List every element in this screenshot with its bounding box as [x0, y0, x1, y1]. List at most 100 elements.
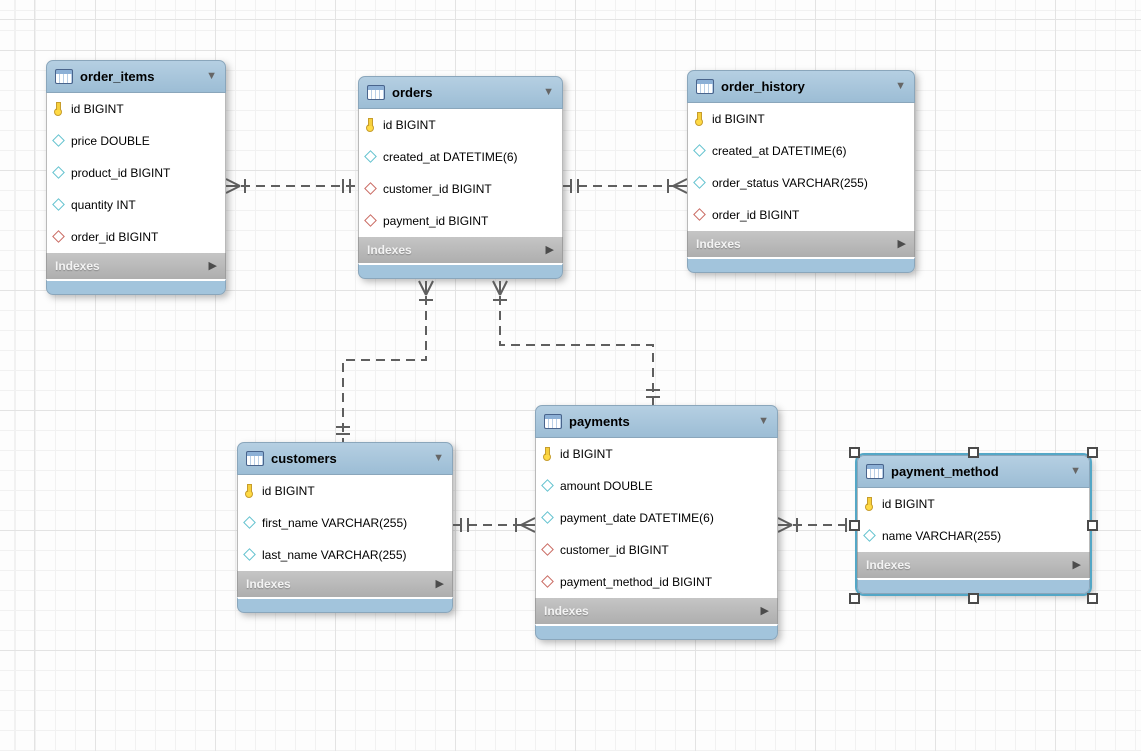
relationship-orders-order_history[interactable] [563, 178, 688, 194]
table-column-row[interactable]: id BIGINT [688, 103, 914, 135]
relationship-customers-payments[interactable] [453, 517, 536, 533]
table-column-row[interactable]: customer_id BIGINT [359, 173, 562, 205]
column-label: order_id BIGINT [71, 230, 159, 244]
selection-handle[interactable] [849, 593, 860, 604]
collapse-arrow-icon[interactable]: ▼ [433, 452, 444, 464]
table-icon [367, 85, 385, 100]
collapse-arrow-icon[interactable]: ▼ [543, 86, 554, 98]
indexes-row[interactable]: Indexes ▶ [687, 231, 915, 257]
table-column-row[interactable]: order_id BIGINT [47, 221, 225, 253]
table-node-order_history[interactable]: order_history ▼ id BIGINT created_at DATE… [687, 70, 915, 273]
selection-handle[interactable] [968, 593, 979, 604]
column-label: payment_id BIGINT [383, 214, 489, 228]
table-node-payment_method[interactable]: payment_method ▼ id BIGINT name VARCHAR(2… [857, 455, 1090, 594]
expand-arrow-icon: ▶ [760, 604, 769, 617]
table-column-row[interactable]: id BIGINT [359, 109, 562, 141]
column-label: id BIGINT [383, 118, 436, 132]
table-node-customers[interactable]: customers ▼ id BIGINT first_name VARCHAR(… [237, 442, 453, 613]
table-column-row[interactable]: product_id BIGINT [47, 157, 225, 189]
indexes-row[interactable]: Indexes ▶ [237, 571, 453, 597]
collapse-arrow-icon[interactable]: ▼ [206, 70, 217, 82]
table-column-row[interactable]: order_id BIGINT [688, 199, 914, 231]
table-column-row[interactable]: id BIGINT [536, 438, 777, 470]
primary-key-icon [243, 484, 257, 498]
table-header[interactable]: order_history ▼ [687, 70, 915, 103]
primary-key-icon [364, 118, 378, 132]
collapse-arrow-icon[interactable]: ▼ [1070, 465, 1081, 477]
column-label: payment_method_id BIGINT [560, 575, 713, 589]
table-columns: id BIGINT created_at DATETIME(6) order_sta… [687, 103, 915, 231]
selection-handle[interactable] [1087, 447, 1098, 458]
table-footer [46, 279, 226, 295]
column-label: created_at DATETIME(6) [712, 144, 847, 158]
fk-column-diamond-icon [541, 543, 555, 557]
selection-handle[interactable] [968, 447, 979, 458]
table-header[interactable]: payment_method ▼ [857, 455, 1090, 488]
collapse-arrow-icon[interactable]: ▼ [895, 80, 906, 92]
selection-handle[interactable] [849, 520, 860, 531]
expand-arrow-icon: ▶ [208, 259, 217, 272]
column-diamond-icon [52, 198, 66, 212]
column-label: id BIGINT [560, 447, 613, 461]
column-diamond-icon [541, 511, 555, 525]
primary-key-icon [541, 447, 555, 461]
column-diamond-icon [52, 134, 66, 148]
selection-handle[interactable] [1087, 593, 1098, 604]
column-diamond-icon [541, 479, 555, 493]
table-column-row[interactable]: payment_method_id BIGINT [536, 566, 777, 598]
table-icon [696, 79, 714, 94]
column-diamond-icon [693, 176, 707, 190]
table-column-row[interactable]: last_name VARCHAR(255) [238, 539, 452, 571]
relationship-orders-payments[interactable] [492, 280, 660, 405]
table-header[interactable]: orders ▼ [358, 76, 563, 109]
table-column-row[interactable]: created_at DATETIME(6) [688, 135, 914, 167]
table-footer [535, 624, 778, 640]
indexes-row[interactable]: Indexes ▶ [46, 253, 226, 279]
relationship-payments-payment_method[interactable] [777, 517, 857, 533]
table-column-row[interactable]: first_name VARCHAR(255) [238, 507, 452, 539]
column-diamond-icon [52, 166, 66, 180]
table-column-row[interactable]: amount DOUBLE [536, 470, 777, 502]
table-column-row[interactable]: payment_date DATETIME(6) [536, 502, 777, 534]
indexes-row[interactable]: Indexes ▶ [535, 598, 778, 624]
selection-handle[interactable] [849, 447, 860, 458]
column-label: order_status VARCHAR(255) [712, 176, 868, 190]
relationship-orders-customers[interactable] [336, 280, 434, 442]
column-label: price DOUBLE [71, 134, 150, 148]
table-column-row[interactable]: id BIGINT [858, 488, 1089, 520]
table-footer [687, 257, 915, 273]
table-column-row[interactable]: quantity INT [47, 189, 225, 221]
table-column-row[interactable]: price DOUBLE [47, 125, 225, 157]
column-label: id BIGINT [262, 484, 315, 498]
selection-handle[interactable] [1087, 520, 1098, 531]
table-header[interactable]: payments ▼ [535, 405, 778, 438]
indexes-label: Indexes [55, 259, 100, 273]
fk-column-diamond-icon [693, 208, 707, 222]
table-column-row[interactable]: payment_id BIGINT [359, 205, 562, 237]
table-column-row[interactable]: created_at DATETIME(6) [359, 141, 562, 173]
collapse-arrow-icon[interactable]: ▼ [758, 415, 769, 427]
table-column-row[interactable]: customer_id BIGINT [536, 534, 777, 566]
table-column-row[interactable]: id BIGINT [238, 475, 452, 507]
column-label: first_name VARCHAR(255) [262, 516, 408, 530]
table-title: customers [271, 451, 337, 466]
column-label: name VARCHAR(255) [882, 529, 1002, 543]
indexes-row[interactable]: Indexes ▶ [857, 552, 1090, 578]
table-header[interactable]: customers ▼ [237, 442, 453, 475]
column-label: customer_id BIGINT [560, 543, 669, 557]
expand-arrow-icon: ▶ [435, 577, 444, 590]
table-column-row[interactable]: order_status VARCHAR(255) [688, 167, 914, 199]
fk-column-diamond-icon [52, 230, 66, 244]
table-title: orders [392, 85, 433, 100]
table-header[interactable]: order_items ▼ [46, 60, 226, 93]
table-column-row[interactable]: id BIGINT [47, 93, 225, 125]
table-node-order_items[interactable]: order_items ▼ id BIGINT price DOUBLE produ… [46, 60, 226, 295]
table-column-row[interactable]: name VARCHAR(255) [858, 520, 1089, 552]
column-label: product_id BIGINT [71, 166, 171, 180]
indexes-row[interactable]: Indexes ▶ [358, 237, 563, 263]
relationship-order_items-orders[interactable] [225, 178, 358, 194]
table-node-orders[interactable]: orders ▼ id BIGINT created_at DATETIME(6)… [358, 76, 563, 279]
table-title: payment_method [891, 464, 999, 479]
